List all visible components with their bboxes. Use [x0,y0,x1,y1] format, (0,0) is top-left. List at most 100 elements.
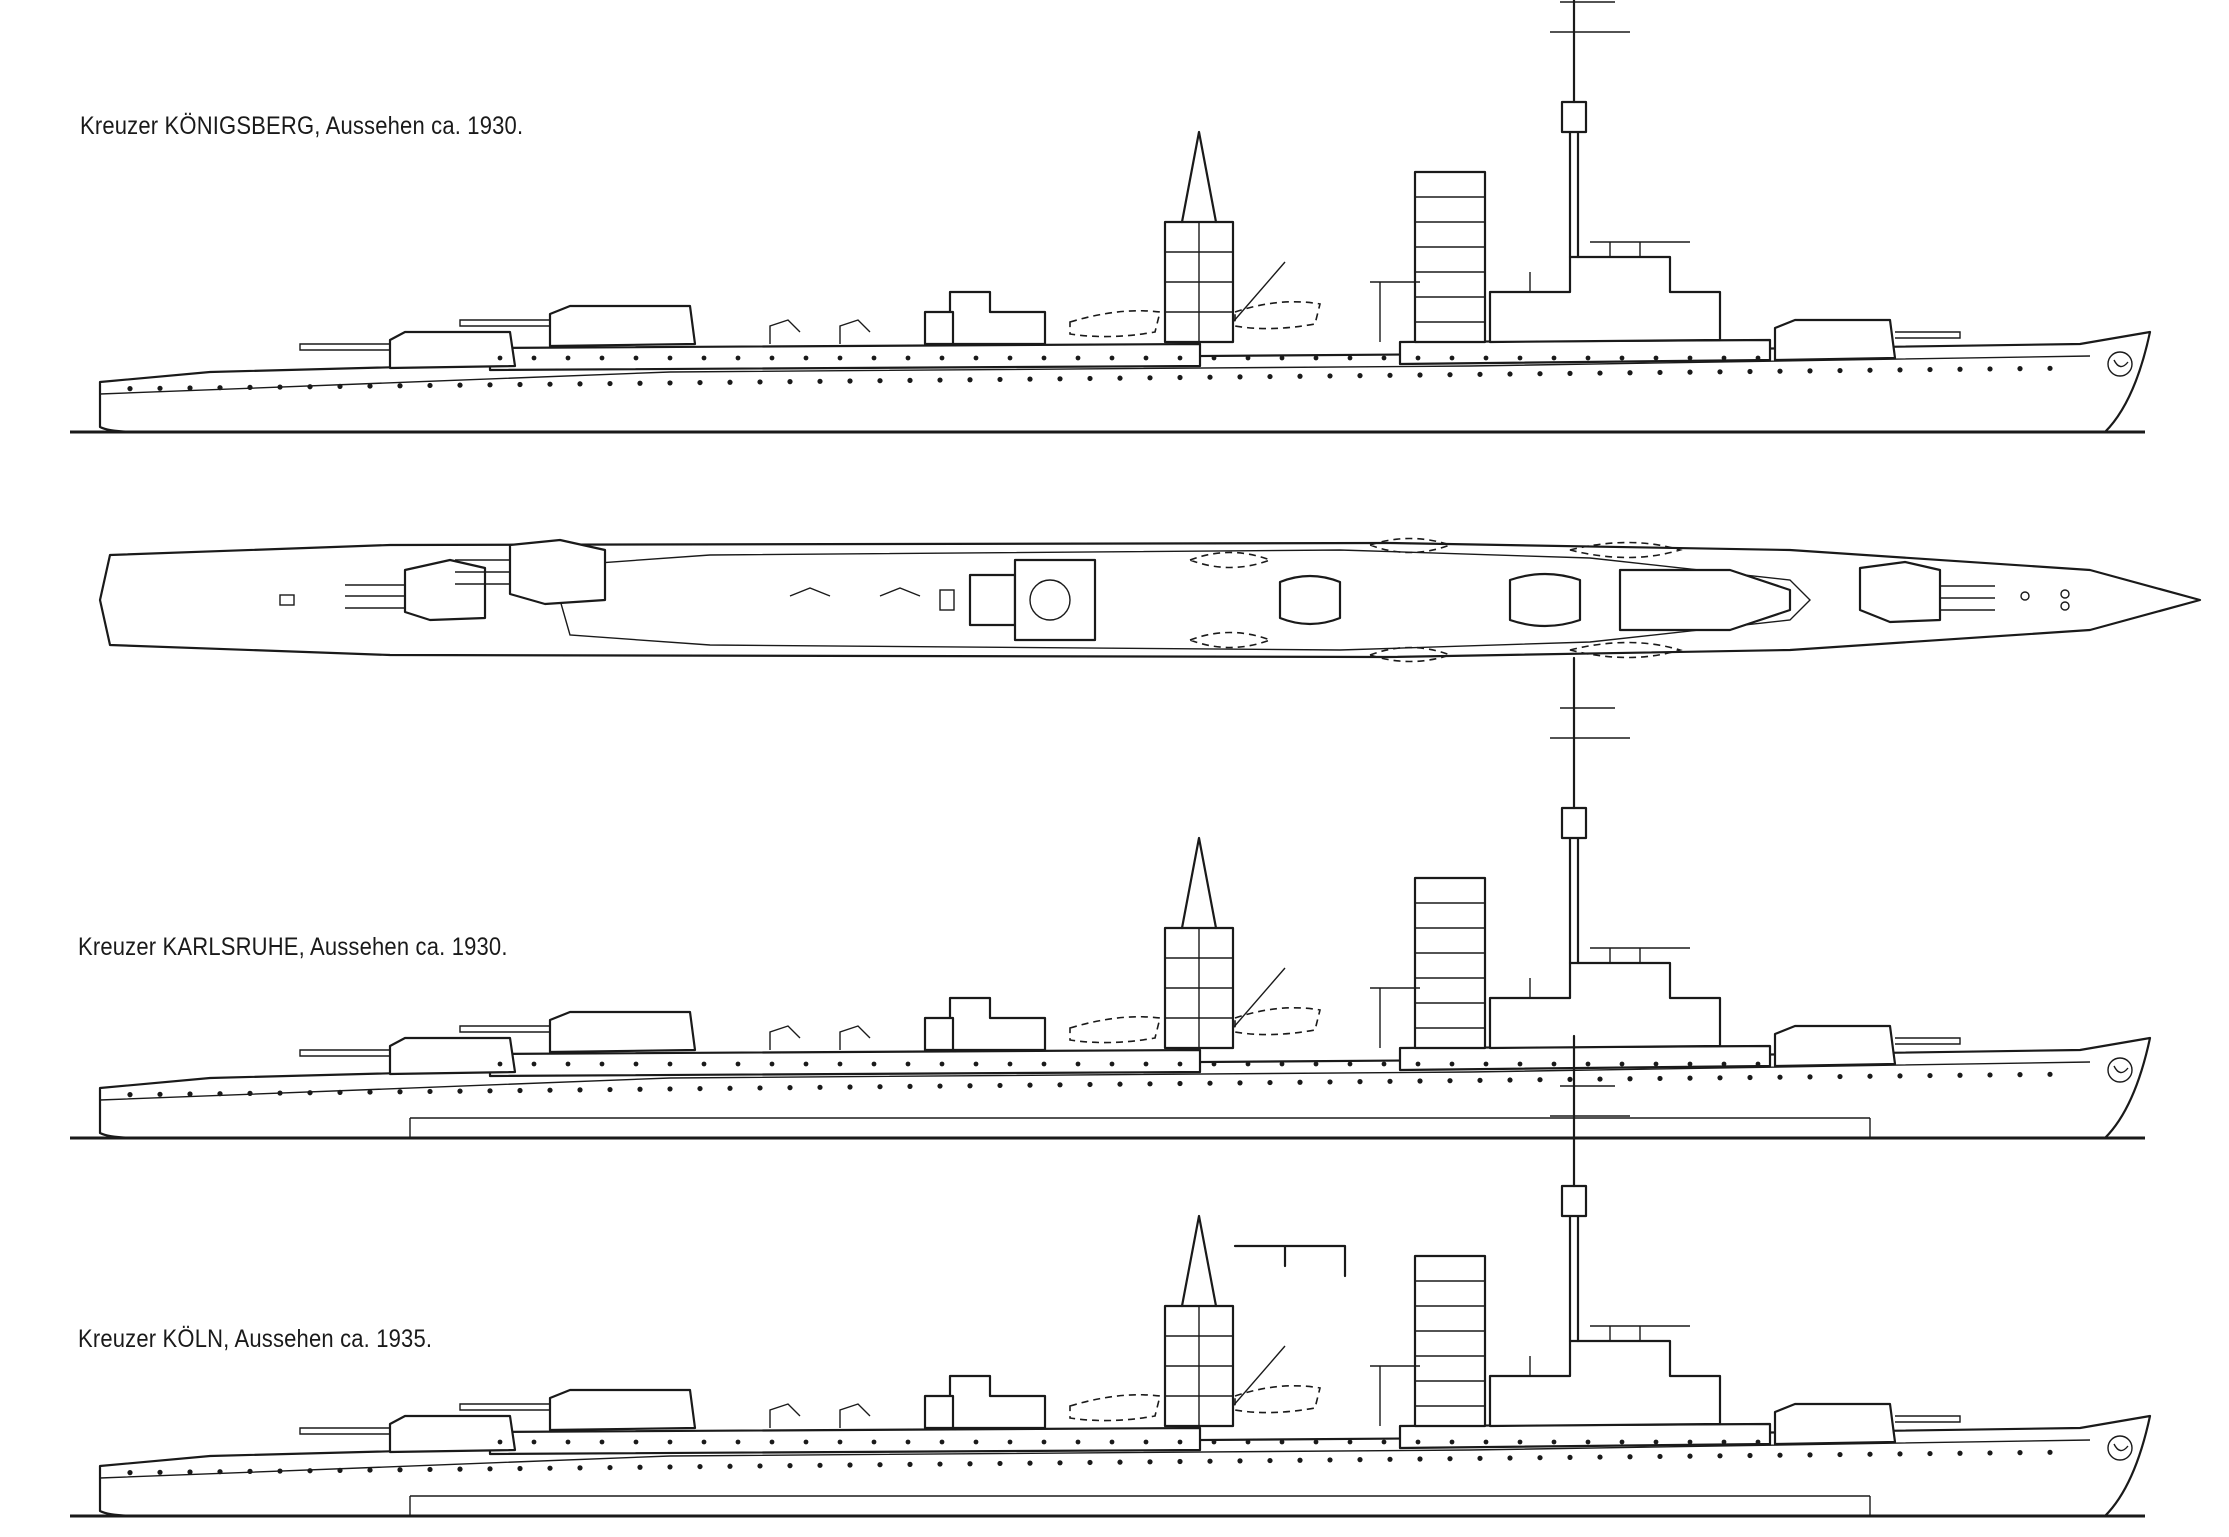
porthole [1041,355,1047,361]
porthole [1897,1073,1903,1079]
porthole [1777,1452,1783,1458]
porthole [367,1467,373,1473]
porthole [2047,1449,2053,1455]
porthole [735,355,741,361]
porthole [217,1469,223,1475]
porthole [1237,1080,1243,1086]
porthole [871,1061,877,1067]
porthole [217,385,223,391]
porthole [1381,355,1387,361]
porthole [1551,1061,1557,1067]
porthole [1087,1459,1093,1466]
porthole [1483,355,1489,361]
porthole [1507,371,1513,377]
porthole [1721,1439,1727,1445]
porthole [967,1461,973,1467]
porthole [1747,1074,1753,1081]
porthole [1957,1450,1963,1456]
porthole [697,1463,703,1470]
porthole [1447,372,1453,378]
porthole [727,379,733,385]
porthole [1415,355,1421,361]
porthole [1585,1061,1591,1067]
porthole [277,1468,283,1474]
porthole [1207,1458,1213,1464]
porthole [565,1439,571,1445]
porthole [905,355,911,361]
porthole [1109,355,1115,361]
porthole [633,1061,639,1067]
porthole [735,1439,741,1445]
porthole [937,377,943,383]
porthole [247,1468,253,1474]
porthole [1057,1460,1063,1466]
porthole [1207,1080,1213,1086]
porthole [837,1061,843,1067]
porthole [157,385,163,391]
porthole [701,1439,707,1445]
porthole [1597,370,1603,376]
porthole [1057,1082,1063,1088]
porthole [1267,373,1273,380]
porthole-rows [127,355,2053,1476]
porthole [939,1061,945,1067]
porthole [277,384,283,390]
porthole [1837,1451,1843,1458]
porthole [517,1465,523,1472]
porthole [735,1061,741,1067]
porthole [1143,355,1149,361]
porthole [769,1061,775,1067]
porthole [877,1462,883,1468]
porthole [633,355,639,361]
porthole [667,1439,673,1445]
porthole [1537,1455,1543,1461]
porthole [1687,355,1693,361]
porthole [1627,1454,1633,1460]
porthole [607,1464,613,1471]
porthole [871,355,877,361]
porthole [1449,1061,1455,1067]
porthole [127,386,133,392]
porthole [1987,366,1993,372]
porthole [1327,1079,1333,1085]
porthole [1837,1073,1843,1080]
porthole [599,1439,605,1445]
porthole [1109,1439,1115,1445]
porthole [1177,355,1183,361]
porthole [1211,1061,1217,1067]
porthole [1147,375,1153,381]
porthole [565,1061,571,1067]
porthole [1211,1439,1217,1445]
porthole [837,355,843,361]
porthole [531,355,537,361]
porthole [877,1084,883,1090]
porthole [337,383,343,390]
porthole [1007,355,1013,361]
porthole [1517,1439,1523,1445]
porthole [1551,355,1557,361]
porthole [667,1086,673,1092]
porthole [939,355,945,361]
porthole [1381,1061,1387,1067]
porthole [577,381,583,387]
porthole [397,383,403,389]
porthole [997,1082,1003,1089]
porthole [997,1460,1003,1467]
porthole [1177,1061,1183,1067]
porthole [337,1467,343,1474]
porthole [1517,355,1523,361]
porthole [1807,368,1813,374]
porthole [907,1461,913,1467]
porthole [817,1462,823,1468]
porthole [157,1469,163,1475]
porthole [1245,1061,1251,1067]
porthole [1297,373,1303,379]
porthole [787,379,793,385]
porthole [1897,367,1903,373]
porthole [701,355,707,361]
porthole [757,379,763,385]
porthole [967,377,973,383]
porthole [1387,1078,1393,1084]
porthole [1313,1061,1319,1067]
porthole [1357,373,1363,379]
